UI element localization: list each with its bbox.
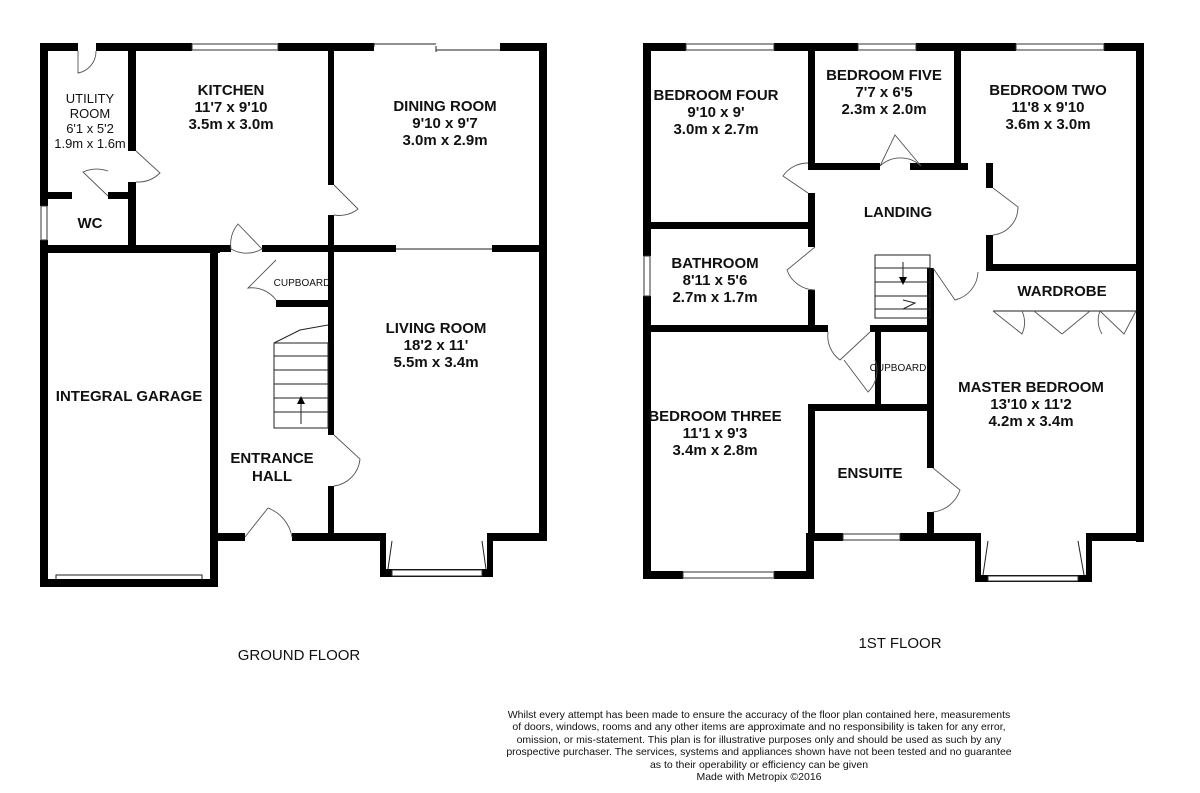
first-floor-plan xyxy=(643,43,1144,582)
wardrobe-label: WARDROBE xyxy=(1017,283,1106,300)
disclaimer-line-3: omission, or mis-statement. This plan is… xyxy=(516,733,1002,746)
first-floor-title: 1ST FLOOR xyxy=(858,635,941,652)
dining-room-dims-metric: 3.0m x 2.9m xyxy=(402,132,487,149)
landing-label: LANDING xyxy=(864,204,932,221)
bedroom-two-name: BEDROOM TWO xyxy=(989,82,1107,99)
garage-label: INTEGRAL GARAGE xyxy=(56,388,202,405)
ground-floor-title: GROUND FLOOR xyxy=(238,647,361,664)
utility-dims-metric: 1.9m x 1.6m xyxy=(54,136,126,151)
first-cupboard-label: CUPBOARD xyxy=(870,363,927,374)
master-bedroom-dims-imperial: 13'10 x 11'2 xyxy=(990,396,1071,413)
bedroom-three-dims-imperial: 11'1 x 9'3 xyxy=(683,425,748,442)
ensuite-label: ENSUITE xyxy=(837,465,902,482)
bathroom-name: BATHROOM xyxy=(671,255,758,272)
bathroom-dims-imperial: 8'11 x 5'6 xyxy=(683,272,748,289)
disclaimer-line-5: as to their operability or efficiency ca… xyxy=(649,758,869,771)
utility-dims-imperial: 6'1 x 5'2 xyxy=(66,121,114,136)
bathroom-dims-metric: 2.7m x 1.7m xyxy=(672,289,757,306)
disclaimer-line-1: Whilst every attempt has been made to en… xyxy=(507,709,1011,721)
bedroom-four-dims-imperial: 9'10 x 9' xyxy=(687,104,744,121)
master-bedroom-dims-metric: 4.2m x 3.4m xyxy=(988,413,1073,430)
utility-name-2: ROOM xyxy=(70,106,110,121)
dining-room-dims-imperial: 9'10 x 9'7 xyxy=(412,115,478,132)
entrance-hall-name-2: HALL xyxy=(252,468,292,485)
bedroom-four-dims-metric: 3.0m x 2.7m xyxy=(673,121,758,138)
utility-name-1: UTILITY xyxy=(66,91,115,106)
ground-cupboard-label: CUPBOARD xyxy=(274,278,331,289)
master-bedroom-name: MASTER BEDROOM xyxy=(958,379,1104,396)
living-room-name: LIVING ROOM xyxy=(386,320,487,337)
disclaimer-line-6: Made with Metropix ©2016 xyxy=(696,771,822,784)
bedroom-two-dims-metric: 3.6m x 3.0m xyxy=(1005,116,1090,133)
disclaimer: Whilst every attempt has been made to en… xyxy=(470,709,1048,783)
dining-room-name: DINING ROOM xyxy=(393,98,496,115)
kitchen-name: KITCHEN xyxy=(198,82,265,99)
living-room-dims-metric: 5.5m x 3.4m xyxy=(393,354,478,371)
wc-label: WC xyxy=(78,215,103,232)
bedroom-three-dims-metric: 3.4m x 2.8m xyxy=(672,442,757,459)
bedroom-five-dims-metric: 2.3m x 2.0m xyxy=(841,101,926,118)
bedroom-three-name: BEDROOM THREE xyxy=(648,408,781,425)
disclaimer-line-4: prospective purchaser. The services, sys… xyxy=(506,746,1012,759)
bedroom-five-name: BEDROOM FIVE xyxy=(826,67,942,84)
bedroom-four-name: BEDROOM FOUR xyxy=(654,87,779,104)
kitchen-dims-metric: 3.5m x 3.0m xyxy=(188,116,273,133)
bedroom-two-dims-imperial: 11'8 x 9'10 xyxy=(1011,99,1084,116)
disclaimer-line-2: of doors, windows, rooms and any other i… xyxy=(512,721,1006,734)
entrance-hall-name-1: ENTRANCE xyxy=(230,450,313,467)
living-room-dims-imperial: 18'2 x 11' xyxy=(404,337,469,354)
kitchen-dims-imperial: 11'7 x 9'10 xyxy=(194,99,267,116)
ground-floor-plan xyxy=(40,43,547,587)
bedroom-five-dims-imperial: 7'7 x 6'5 xyxy=(855,84,912,101)
